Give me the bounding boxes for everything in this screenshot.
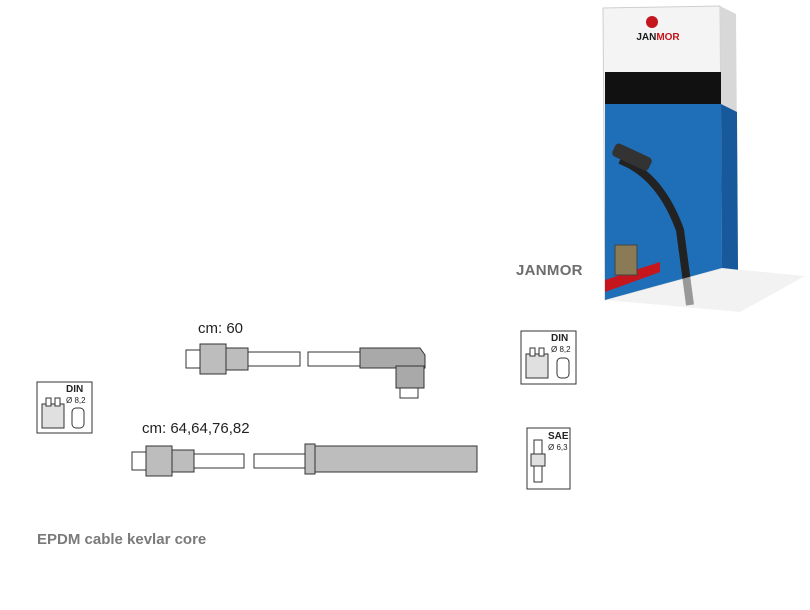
sae-sparkplug-icon [526,427,571,490]
box-logo-prefix: JAN [636,32,657,43]
cable-upper [185,343,426,399]
din-connector-icon-left [36,381,93,434]
din-left-diameter: Ø 8,2 [66,396,86,405]
box-logo-suffix: MOR [656,32,680,43]
cable-lower [131,443,478,477]
sae-label: SAE [548,431,569,442]
din-left-label: DIN [66,384,84,395]
box-logo-text: JANMOR [628,32,688,43]
cable-length-label-upper: cm: 60 [198,320,244,337]
din-right-diameter: Ø 8,2 [551,345,571,354]
brand-label: JANMOR [516,262,583,279]
product-box [602,5,805,312]
din-connector-icon-right [520,330,577,385]
din-right-label: DIN [551,333,569,344]
product-caption: EPDM cable kevlar core [37,531,207,548]
janmor-logo-mark [646,16,658,28]
sae-diameter: Ø 6,3 [548,443,568,452]
cable-length-label-lower: cm: 64,64,76,82 [142,420,250,437]
